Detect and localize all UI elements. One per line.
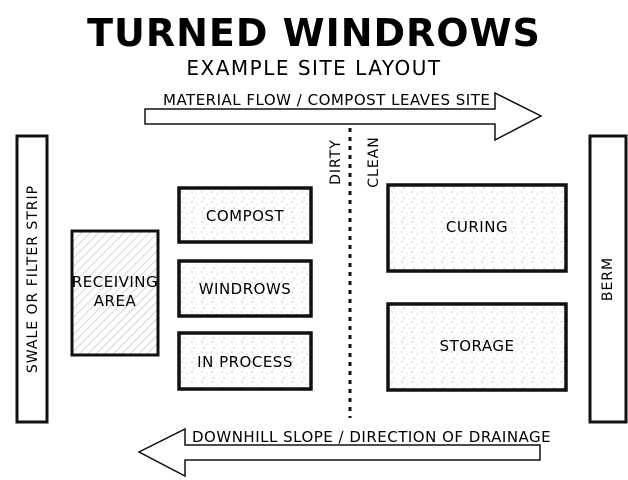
drainage-label: DOWNHILL SLOPE / DIRECTION OF DRAINAGE bbox=[192, 428, 551, 446]
in-process-box bbox=[177, 331, 313, 391]
compost-box bbox=[177, 186, 313, 244]
clean-label: CLEAN bbox=[366, 136, 382, 187]
drainage-arrow bbox=[137, 427, 541, 478]
storage-box bbox=[386, 302, 568, 392]
windrows-box bbox=[177, 259, 313, 318]
compost-label: COMPOST bbox=[206, 207, 285, 225]
page-subtitle: EXAMPLE SITE LAYOUT bbox=[186, 56, 441, 80]
receiving-area-label-line1: RECEIVING bbox=[72, 273, 158, 291]
berm bbox=[588, 134, 628, 424]
dirty-label: DIRTY bbox=[328, 139, 344, 185]
berm-label: BERM bbox=[600, 257, 616, 301]
swale-filter-strip-label: SWALE OR FILTER STRIP bbox=[25, 185, 41, 373]
swale-filter-strip bbox=[15, 134, 49, 424]
windrows-label: WINDROWS bbox=[199, 280, 292, 298]
material-flow-arrow bbox=[144, 91, 543, 142]
curing-label: CURING bbox=[446, 218, 508, 236]
material-flow-label: MATERIAL FLOW / COMPOST LEAVES SITE bbox=[163, 91, 490, 109]
receiving-area-box bbox=[70, 229, 160, 357]
storage-label: STORAGE bbox=[440, 337, 515, 355]
curing-box bbox=[386, 183, 568, 273]
page-title: TURNED WINDROWS bbox=[87, 11, 541, 55]
in-process-label: IN PROCESS bbox=[197, 353, 293, 371]
receiving-area-label-line2: AREA bbox=[94, 292, 137, 310]
